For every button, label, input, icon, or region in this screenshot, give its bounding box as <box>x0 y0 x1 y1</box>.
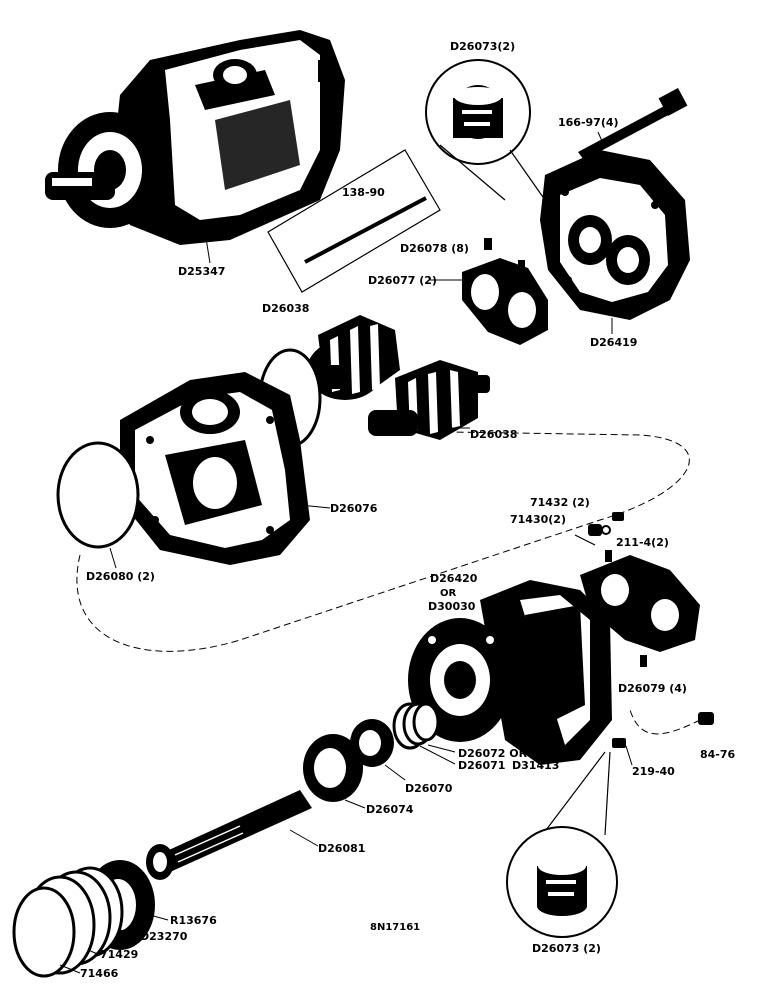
label-d26076: D26076 <box>330 502 378 515</box>
label-d26070: D26070 <box>405 782 453 795</box>
fittings-71432-71430 <box>574 512 624 546</box>
shaft-d26081 <box>146 790 312 880</box>
seal-d26072 <box>392 702 440 750</box>
label-d26420-l1: D26420 <box>430 572 478 585</box>
label-d26079: D26079 (4) <box>618 682 687 695</box>
label-d26072-l1: D26072 OR <box>458 747 528 760</box>
label-d26038-a: D26038 <box>262 302 309 315</box>
label-71432: 71432 (2) <box>530 496 590 509</box>
plug-84-76 <box>698 712 714 725</box>
label-219-40: 219-40 <box>632 765 675 778</box>
label-d26419: D26419 <box>590 336 637 349</box>
dowel-d26078 <box>484 238 492 250</box>
label-d26078: D26078 (8) <box>400 242 469 255</box>
label-d26072-l2: D31413 <box>512 759 559 772</box>
gear-d26038-lower <box>368 360 490 440</box>
label-bolt: 166-97(4) <box>558 116 619 129</box>
label-71466: 71466 <box>80 967 119 980</box>
fitting-219-40 <box>612 738 626 748</box>
label-d23270: D23270 <box>140 930 188 943</box>
dowel-d26079 <box>640 655 647 667</box>
label-d26073-top: D26073(2) <box>450 40 515 53</box>
label-d26074: D26074 <box>366 803 414 816</box>
housing-d26076 <box>120 372 310 565</box>
label-71429: 71429 <box>100 948 138 961</box>
assembly-path-dashed <box>76 431 690 652</box>
bolt-166-97 <box>578 88 688 160</box>
label-d26420-l3: D30030 <box>428 600 476 613</box>
bearing-detail-top <box>425 59 546 201</box>
label-d26077: D26077 (2) <box>368 274 437 287</box>
bushing-d26070 <box>350 719 394 767</box>
cup-d26074 <box>303 734 363 802</box>
pin-inset-138-90 <box>267 149 441 293</box>
label-r13676: R13676 <box>170 914 217 927</box>
label-71430: 71430(2) <box>510 513 566 526</box>
drawing-number: 8N17161 <box>370 922 420 933</box>
plug-path <box>629 709 701 735</box>
pump-assembly-d25347 <box>45 30 345 245</box>
label-d26071: D26071 <box>458 759 505 772</box>
label-d26420-l2: OR <box>440 588 457 599</box>
label-211-4: 211-4(2) <box>616 536 669 549</box>
o-ring-d26080 <box>56 441 140 549</box>
label-d25347: D25347 <box>178 265 225 278</box>
label-d26073-bottom: D26073 (2) <box>532 942 601 955</box>
seal-stack <box>12 860 155 978</box>
label-84-76: 84-76 <box>700 748 736 761</box>
label-pin: 138-90 <box>342 186 385 199</box>
bushing-plate-d26077-upper <box>462 258 548 345</box>
bearing-detail-bottom <box>506 751 618 938</box>
label-d26080: D26080 (2) <box>86 570 155 583</box>
label-d26038-b: D26038 <box>470 428 517 441</box>
label-d26081: D26081 <box>318 842 365 855</box>
bushing-plate-lower <box>580 550 700 652</box>
end-cover-d26419 <box>540 150 690 320</box>
